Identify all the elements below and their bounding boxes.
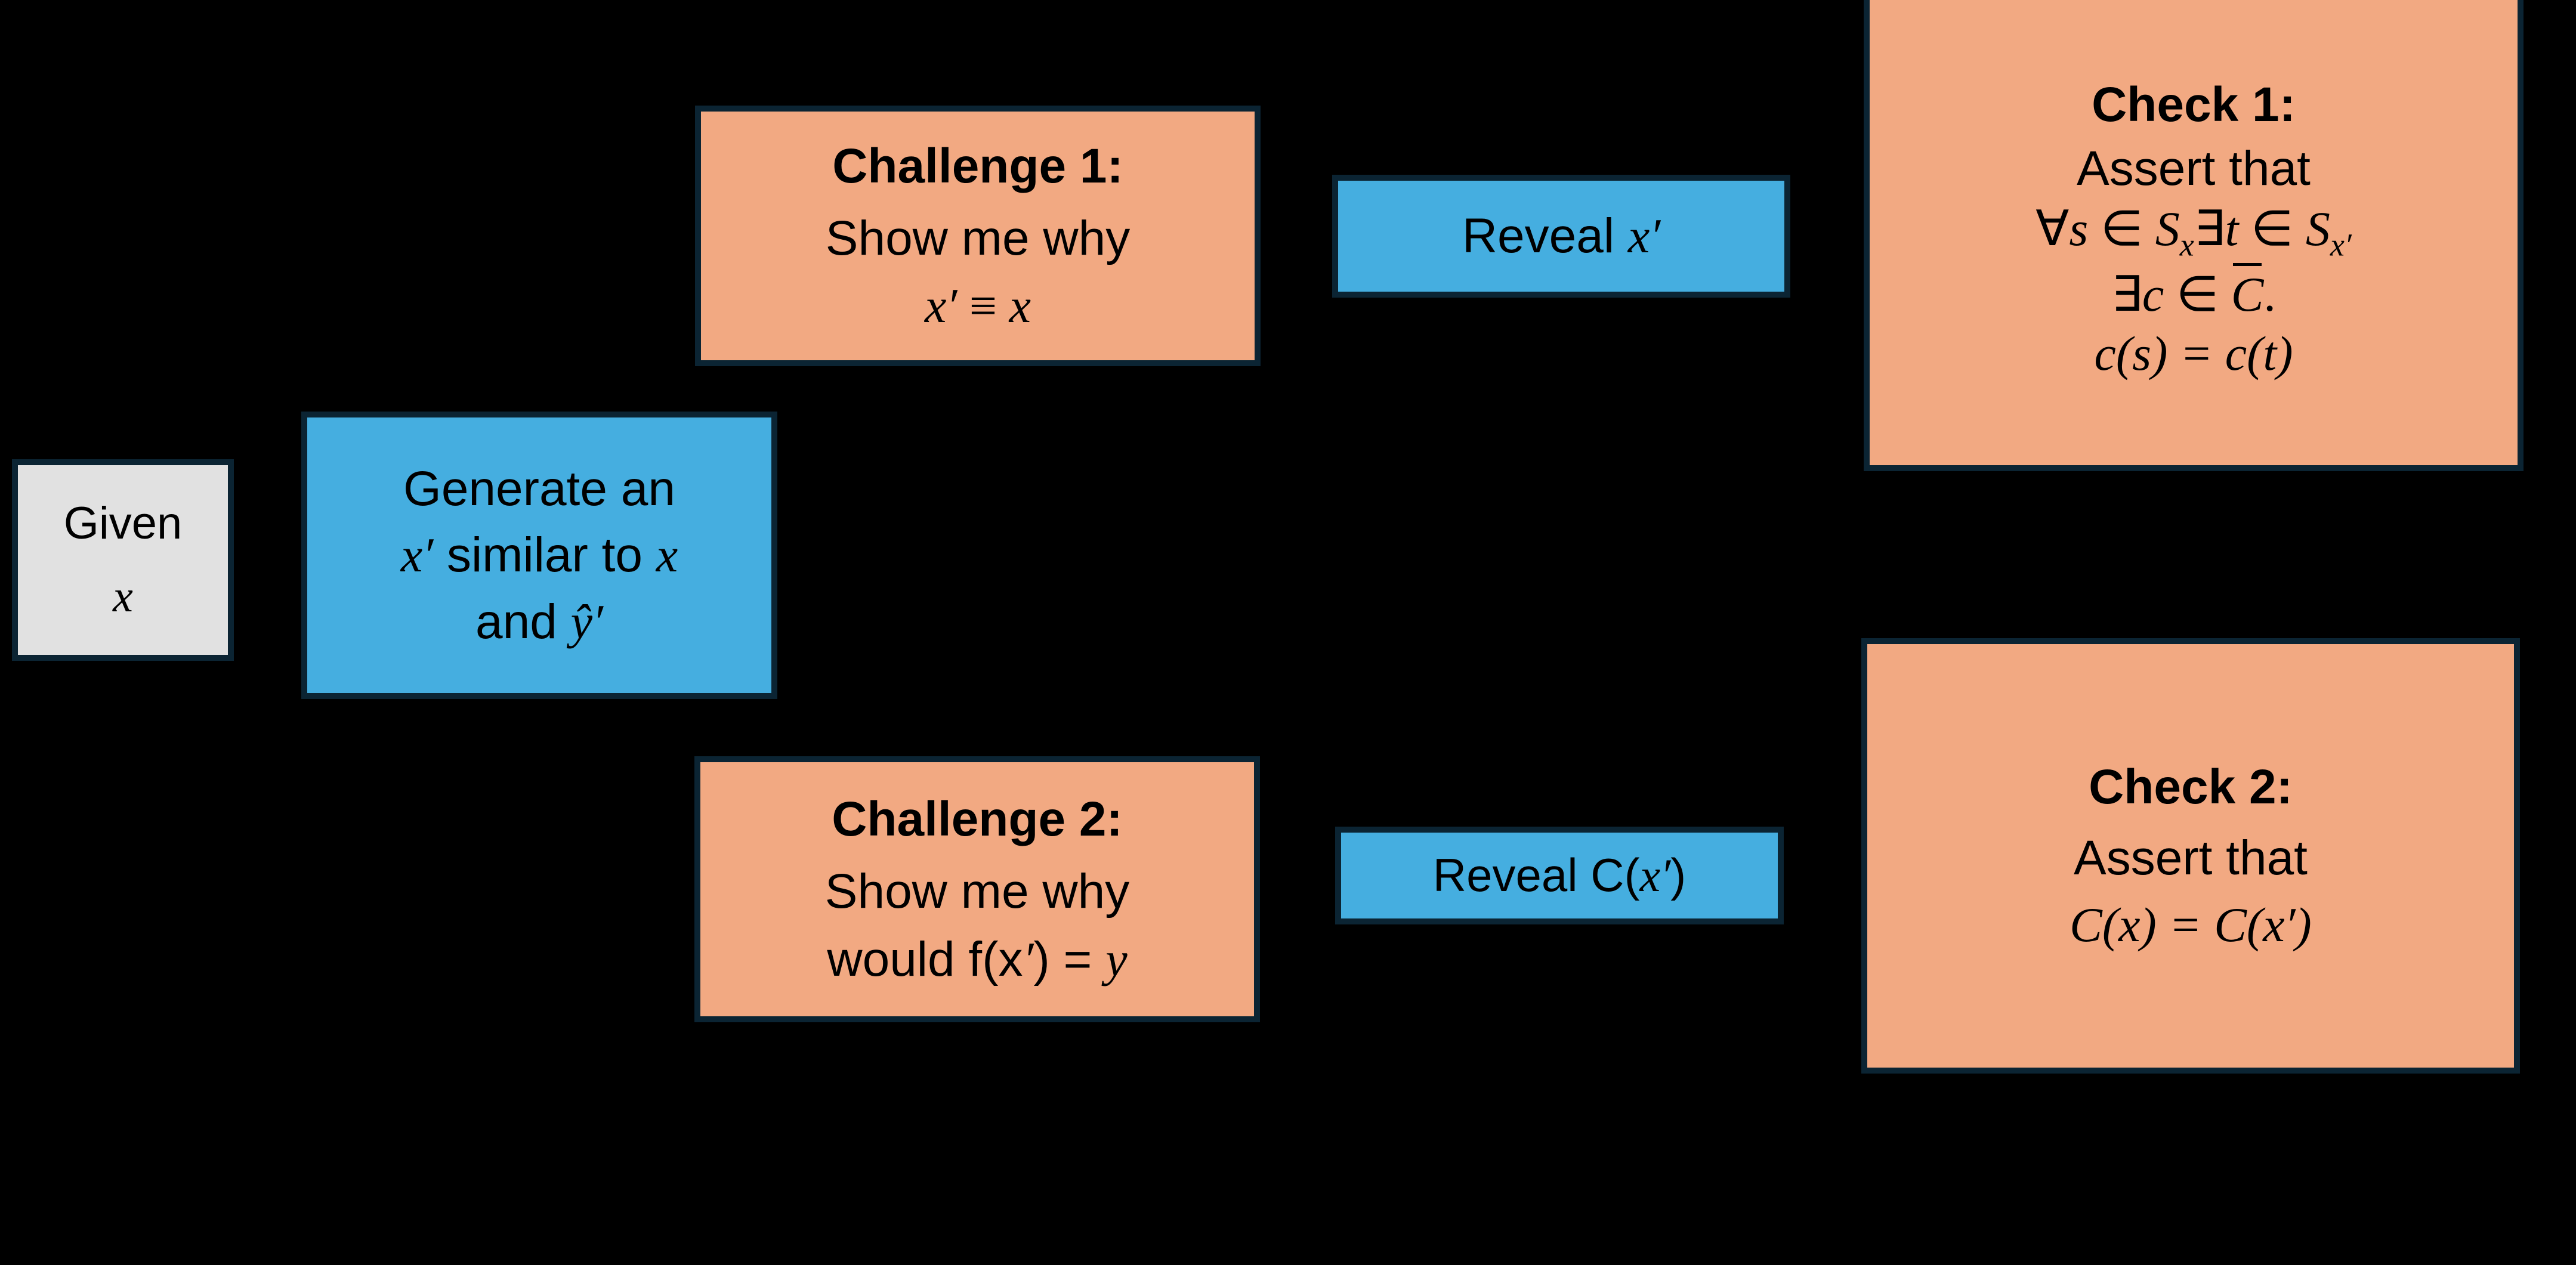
node-given[interactable]: Given x [12,459,234,661]
node-generate[interactable]: Generate an x′ similar to x and ŷ′ [301,412,777,699]
node-reveal-x-prime[interactable]: Reveal x′ [1332,175,1790,298]
check-2-line-1: Assert that [2074,831,2308,886]
given-label: Given [63,497,183,549]
challenge-2-header: Challenge 2: [832,792,1123,847]
node-challenge-1[interactable]: Challenge 1: Show me why x′ ≡ x [695,106,1261,366]
node-challenge-2[interactable]: Challenge 2: Show me why would f(x′) = y [694,756,1260,1022]
node-reveal-c-x-prime[interactable]: Reveal C(x′) [1335,827,1784,924]
generate-line-3: and ŷ′ [475,594,603,649]
check-2-formula: C(x) = C(x′) [2070,897,2312,952]
check-1-header: Check 1: [2092,77,2296,132]
check-1-formula-line-1: ∀s ∈ Sx∃t ∈ Sx′ [2036,201,2352,263]
check-2-header: Check 2: [2089,760,2293,815]
check-1-formula: ∀s ∈ Sx∃t ∈ Sx′ ∃c ∈ C. c(s) = c(t) [2036,200,2351,382]
c-overbar: C [2231,263,2263,323]
challenge-1-line-1: Show me why [825,211,1131,265]
given-variable: x [113,571,133,621]
check-1-formula-line-2: ∃c ∈ C. [2036,263,2351,323]
reveal-2-label: Reveal C(x′) [1432,849,1687,902]
challenge-2-formula: would f(x′) = y [827,932,1128,986]
challenge-1-header: Challenge 1: [832,138,1123,193]
generate-line-2: x′ similar to x [400,528,678,583]
check-1-formula-line-3: c(s) = c(t) [2094,326,2293,381]
node-check-1[interactable]: Check 1: Assert that ∀s ∈ Sx∃t ∈ Sx′ ∃c … [1864,0,2524,471]
challenge-2-line-1: Show me why [824,864,1130,919]
generate-line-1: Generate an [403,462,675,516]
reveal-1-label: Reveal x′ [1462,209,1661,264]
check-1-line-1: Assert that [2077,141,2311,196]
node-check-2[interactable]: Check 2: Assert that C(x) = C(x′) [1861,638,2520,1074]
challenge-1-formula: x′ ≡ x [925,279,1031,333]
